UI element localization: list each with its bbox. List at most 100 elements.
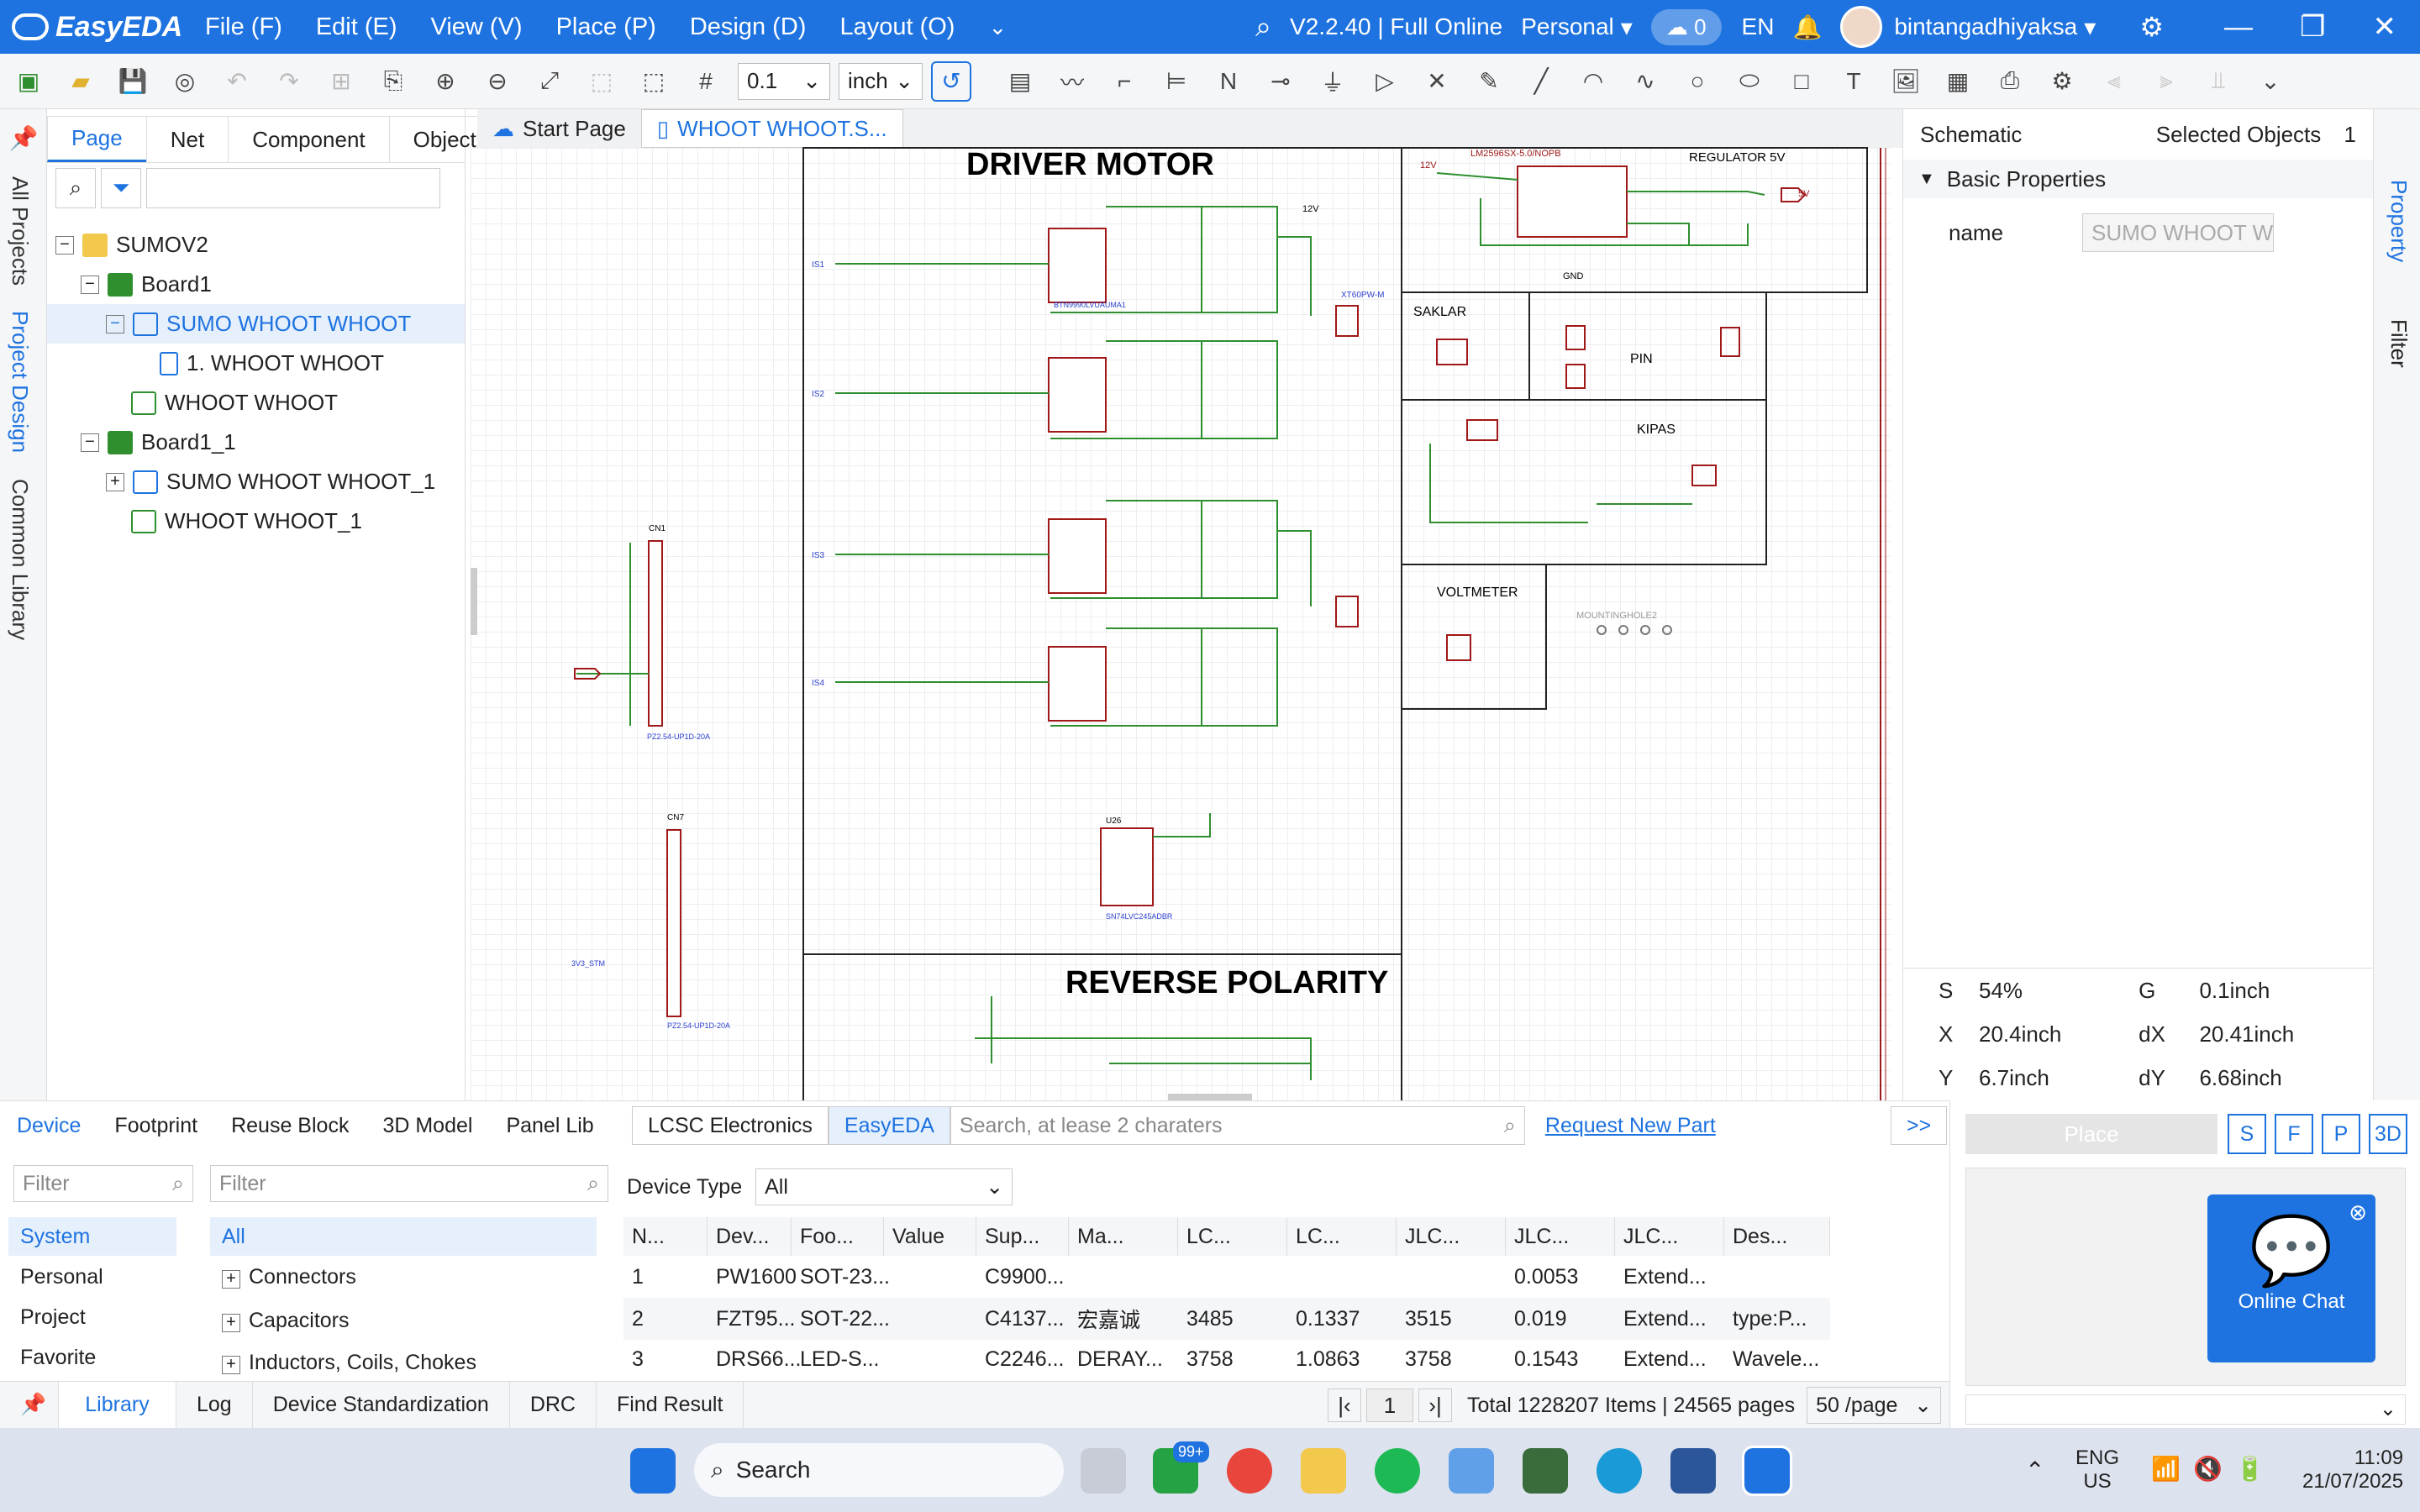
expand-icon[interactable]: + xyxy=(222,1270,240,1289)
restore-icon[interactable]: ❐ xyxy=(2300,11,2326,43)
expand-icon[interactable]: + xyxy=(222,1314,240,1332)
chevron-down-icon[interactable]: ⌄ xyxy=(2379,1398,2396,1420)
tab-whoot-schematic[interactable]: ▯ WHOOT WHOOT.S... xyxy=(640,109,903,148)
schematic-canvas[interactable]: DRIVER MOTOR REVERSE POLARITY REGULATOR … xyxy=(471,147,1891,1106)
menu-design[interactable]: Design (D) xyxy=(689,13,807,40)
preview-symbol-button[interactable]: S xyxy=(2228,1114,2266,1154)
open-folder-icon[interactable]: ▰ xyxy=(71,68,90,94)
unit-select[interactable]: inch ⌄ xyxy=(839,62,923,100)
col-footprint[interactable]: Foo... xyxy=(792,1217,884,1256)
windows-start-icon[interactable] xyxy=(630,1448,676,1494)
bus-entry-icon[interactable]: ⊨ xyxy=(1165,68,1187,94)
tab-net[interactable]: Net xyxy=(145,116,229,162)
save-icon[interactable]: 💾 xyxy=(118,68,148,94)
tree-item-sumo-whoot-whoot[interactable]: − SUMO WHOOT WHOOT xyxy=(47,304,465,344)
category-connectors[interactable]: +Connectors xyxy=(210,1263,356,1291)
col-manufacturer[interactable]: Ma... xyxy=(1069,1217,1178,1256)
avatar[interactable] xyxy=(1840,6,1883,48)
category-project[interactable]: Project xyxy=(20,1305,86,1329)
tab-3d-model[interactable]: 3D Model xyxy=(382,1113,473,1137)
device-type-select[interactable]: All ⌄ xyxy=(755,1168,1013,1205)
canvas-collapse-left-handle[interactable] xyxy=(471,568,477,635)
tab-filter[interactable]: Filter xyxy=(2386,319,2412,368)
col-jlc-class[interactable]: JLC... xyxy=(1615,1217,1724,1256)
game-icon[interactable] xyxy=(1523,1448,1568,1494)
bezier-icon[interactable]: ∿ xyxy=(1635,68,1655,94)
app-logo[interactable]: EasyEDA xyxy=(12,11,205,44)
category-system[interactable]: System xyxy=(8,1217,176,1256)
tab-reuse-block[interactable]: Reuse Block xyxy=(231,1113,350,1137)
mute-icon[interactable]: 🔇 xyxy=(2193,1456,2223,1482)
preview-pcb-button[interactable]: P xyxy=(2322,1114,2360,1154)
tab-find-result[interactable]: Find Result xyxy=(597,1381,744,1429)
tab-project-design[interactable]: Project Design xyxy=(8,311,33,454)
collapse-icon[interactable]: − xyxy=(81,433,99,452)
expand-library-button[interactable]: >> xyxy=(1891,1106,1948,1145)
table-icon[interactable]: ▦ xyxy=(1946,68,1970,94)
menu-view[interactable]: View (V) xyxy=(430,13,523,40)
file-explorer-icon[interactable] xyxy=(1301,1448,1346,1494)
search-icon[interactable]: ⌕ xyxy=(55,168,96,208)
tab-common-library[interactable]: Common Library xyxy=(8,479,33,641)
undo-icon[interactable]: ↶ xyxy=(227,68,247,94)
snap-toggle-icon[interactable]: ↺ xyxy=(931,60,971,102)
col-lcsc-stock[interactable]: LC... xyxy=(1178,1217,1287,1256)
canvas-collapse-bottom-handle[interactable] xyxy=(1168,1094,1252,1100)
category-inductors[interactable]: +Inductors, Coils, Chokes xyxy=(210,1348,476,1377)
ellipse-icon[interactable]: ⬭ xyxy=(1739,67,1760,93)
new-project-icon[interactable]: ▣ xyxy=(17,68,40,94)
zoom-area-icon[interactable]: ⬚ xyxy=(642,68,666,94)
fit-view-icon[interactable]: ⤢ xyxy=(539,67,560,93)
easyeda-taskbar-icon[interactable] xyxy=(1742,1446,1792,1496)
collapse-icon[interactable]: − xyxy=(81,275,99,294)
zoom-in-icon[interactable]: ⊕ xyxy=(435,68,455,94)
workspace-selector[interactable]: Personal xyxy=(1521,13,1614,39)
language-indicator[interactable]: ENG US xyxy=(2075,1428,2119,1512)
preview-3d-button[interactable]: 3D xyxy=(2369,1114,2407,1154)
menu-layout[interactable]: Layout (O) xyxy=(839,13,955,40)
tree-item-sumov2[interactable]: − SUMOV2 xyxy=(47,225,465,265)
tree-item-sumo-whoot-whoot-1[interactable]: + SUMO WHOOT WHOOT_1 xyxy=(47,462,465,501)
word-icon[interactable] xyxy=(1670,1448,1716,1494)
page-number-input[interactable]: 1 xyxy=(1366,1389,1413,1422)
tab-drc[interactable]: DRC xyxy=(510,1381,597,1429)
username[interactable]: bintangadhiyaksa xyxy=(1894,13,2078,39)
notification-bell-icon[interactable]: 🔔 xyxy=(1792,13,1823,40)
table-row[interactable]: 2 FZT95... SOT-22... C4137... 宏嘉诚 3485 0… xyxy=(623,1298,1830,1340)
save-version-icon[interactable]: ◎ xyxy=(174,68,196,94)
pin-panel-icon[interactable]: 📌 xyxy=(0,1381,59,1429)
tab-component[interactable]: Component xyxy=(228,116,390,162)
project-search-input[interactable] xyxy=(146,168,440,208)
align-center-icon[interactable]: ⫸ xyxy=(2160,67,2173,93)
pin-panel-icon[interactable]: 📌 xyxy=(8,124,39,151)
category-all[interactable]: All xyxy=(210,1217,597,1256)
tree-item-whoot-page[interactable]: 1. WHOOT WHOOT xyxy=(47,344,465,383)
arc-icon[interactable]: ◠ xyxy=(1582,68,1604,94)
per-page-select[interactable]: 50 /page ⌄ xyxy=(1807,1387,1942,1424)
battery-icon[interactable]: 🔋 xyxy=(2235,1456,2265,1482)
tab-object[interactable]: Object xyxy=(388,116,501,162)
request-new-part-link[interactable]: Request New Part xyxy=(1544,1114,1716,1137)
tray-chevron-icon[interactable]: ⌃ xyxy=(2025,1457,2045,1483)
tab-device-standardization[interactable]: Device Standardization xyxy=(253,1381,510,1429)
zoom-selection-icon[interactable]: ⬚ xyxy=(590,68,613,94)
cloud-sync-badge[interactable]: ☁ 0 xyxy=(1650,8,1722,45)
close-icon[interactable]: ✕ xyxy=(2372,11,2397,43)
category-filter-input[interactable]: Filter ⌕ xyxy=(210,1165,608,1202)
tree-item-board1-1[interactable]: − Board1_1 xyxy=(47,423,465,462)
wire-icon[interactable]: 〰 xyxy=(1060,69,1084,96)
library-search-input[interactable]: Search, at lease 2 charaters ⌕ xyxy=(950,1106,1525,1145)
tab-footprint[interactable]: Footprint xyxy=(114,1113,198,1137)
search-icon[interactable]: ⌕ xyxy=(1255,10,1272,43)
language-selector[interactable]: EN xyxy=(1741,13,1775,39)
menu-edit[interactable]: Edit (E) xyxy=(315,13,397,40)
taskbar-search[interactable]: ⌕ Search xyxy=(694,1443,1064,1497)
col-supplier[interactable]: Sup... xyxy=(976,1217,1069,1256)
menu-more-chevron-icon[interactable]: ⌄ xyxy=(988,13,1007,39)
library-filter-input[interactable]: Filter ⌕ xyxy=(13,1165,193,1202)
tab-all-projects[interactable]: All Projects xyxy=(8,176,33,286)
col-lcsc-price[interactable]: LC... xyxy=(1287,1217,1397,1256)
close-icon[interactable]: ⊗ xyxy=(2349,1200,2367,1225)
bom-icon[interactable]: ⚙ xyxy=(2051,68,2073,94)
first-page-icon[interactable]: |‹ xyxy=(1328,1389,1361,1422)
